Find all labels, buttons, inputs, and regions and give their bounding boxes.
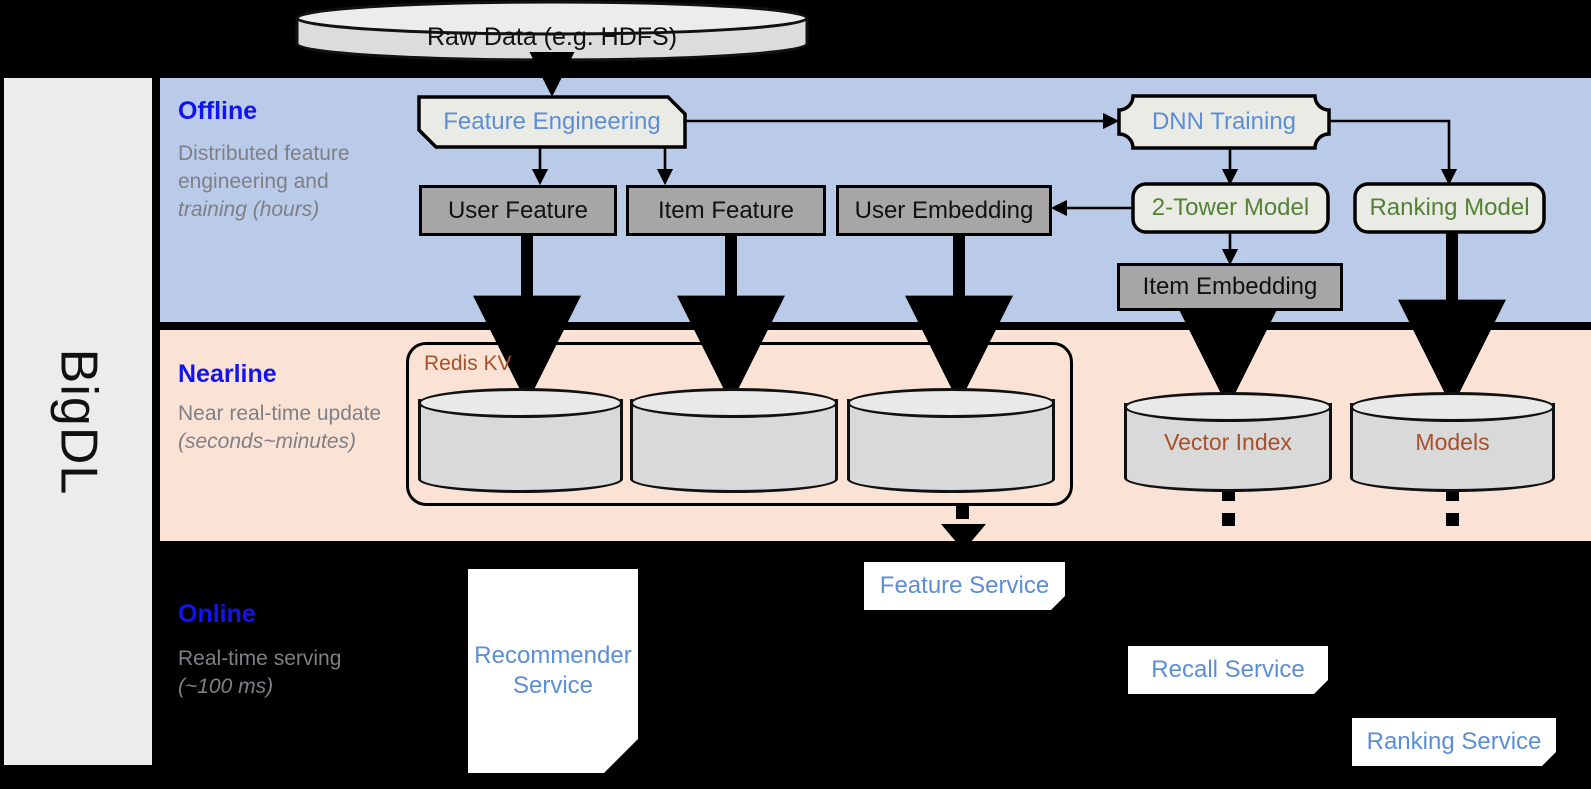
online-stage-title: Online	[178, 600, 256, 628]
item-feature-node[interactable]: Item Feature	[626, 185, 826, 236]
feature-engineering-node[interactable]: Feature Engineering	[419, 97, 685, 147]
feature-service-label: Feature Service	[879, 572, 1050, 599]
raw-data-node[interactable]: Raw Data (e.g. HDFS)	[297, 14, 807, 60]
dnn-training-label: DNN Training	[1151, 108, 1297, 135]
dnn-training-node[interactable]: DNN Training	[1119, 96, 1329, 148]
item-embedding-node[interactable]: Item Embedding	[1117, 263, 1343, 311]
cylinder-top	[847, 388, 1055, 418]
two-tower-model-label: 2-Tower Model	[1151, 194, 1310, 221]
user-embedding-store-cylinder[interactable]	[847, 388, 1055, 493]
offline-desc-em: training (hours)	[178, 197, 320, 221]
page-fold-icon	[604, 739, 638, 773]
ranking-model-label: Ranking Model	[1369, 194, 1530, 221]
online-desc-em: (~100 ms)	[178, 674, 274, 698]
feature-engineering-label: Feature Engineering	[443, 108, 661, 135]
models-cylinder[interactable]: Models	[1350, 392, 1555, 492]
item-feature-label: Item Feature	[657, 196, 795, 224]
page-fold-icon	[1051, 596, 1065, 610]
online-stage-description: Real-time serving (~100 ms)	[178, 645, 393, 701]
nearline-stage-description: Near real-time update (seconds~minutes)	[178, 400, 393, 456]
bigdl-sidebar: BigDL	[4, 78, 152, 765]
ranking-service-node[interactable]: Ranking Service	[1352, 718, 1556, 766]
redis-kv-group	[406, 342, 1073, 506]
feature-service-node[interactable]: Feature Service	[864, 562, 1065, 610]
cylinder-top	[418, 388, 623, 418]
two-tower-model-node[interactable]: 2-Tower Model	[1133, 184, 1328, 232]
models-label: Models	[1415, 428, 1490, 455]
nearline-desc-em: (seconds~minutes)	[178, 429, 356, 453]
cylinder-body	[847, 399, 1055, 493]
page-fold-icon	[1314, 680, 1328, 694]
recommender-service-label: Recommender Service	[474, 642, 632, 699]
redis-kv-label: Redis KV	[424, 352, 512, 375]
recall-service-label: Recall Service	[1151, 656, 1305, 683]
item-feature-store-cylinder[interactable]	[630, 388, 838, 493]
vector-index-cylinder[interactable]: Vector Index	[1124, 392, 1332, 492]
recommender-service-node[interactable]: Recommender Service	[468, 569, 638, 773]
offline-stage-title: Offline	[178, 97, 258, 125]
user-feature-node[interactable]: User Feature	[419, 185, 617, 236]
user-feature-store-cylinder[interactable]	[418, 388, 623, 493]
user-feature-label: User Feature	[447, 196, 589, 224]
cylinder-top	[1124, 392, 1332, 422]
cylinder-top	[630, 388, 838, 418]
vector-index-label: Vector Index	[1164, 428, 1292, 455]
page-fold-icon	[1542, 752, 1556, 766]
cylinder-top	[1350, 392, 1555, 422]
recall-service-node[interactable]: Recall Service	[1128, 646, 1328, 694]
ranking-service-label: Ranking Service	[1366, 728, 1542, 755]
online-desc-text: Real-time serving	[178, 647, 342, 670]
item-embedding-label: Item Embedding	[1142, 273, 1318, 300]
bigdl-label: BigDL	[4, 78, 152, 765]
nearline-stage-title: Nearline	[178, 360, 277, 388]
nearline-desc-text: Near real-time update	[178, 402, 382, 425]
ranking-model-node[interactable]: Ranking Model	[1355, 184, 1544, 232]
user-embedding-node[interactable]: User Embedding	[836, 185, 1052, 236]
offline-stage-description: Distributed feature engineering and trai…	[178, 140, 393, 224]
offline-desc-text: Distributed feature engineering and	[178, 142, 350, 193]
user-embedding-store-label	[847, 388, 1055, 493]
item-feature-store-label	[630, 388, 838, 493]
bigdl-text: BigDL	[48, 348, 107, 495]
user-embedding-label: User Embedding	[854, 196, 1034, 224]
user-feature-store-label	[418, 388, 623, 493]
raw-data-label: Raw Data (e.g. HDFS)	[426, 22, 678, 51]
